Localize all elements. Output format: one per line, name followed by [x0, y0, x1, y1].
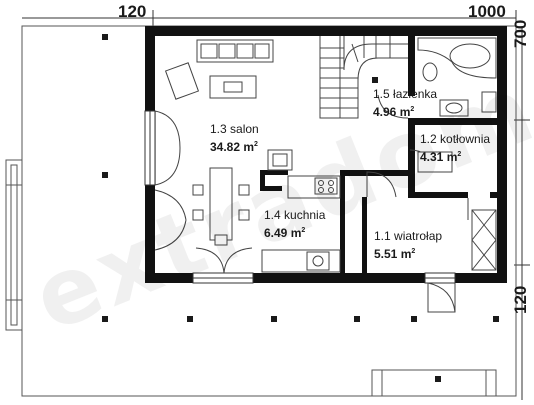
room-area: 5.51 m: [374, 247, 411, 261]
room-area: 6.49 m: [264, 226, 301, 240]
dimension-label-right-bottom: 120: [511, 286, 531, 314]
room-name: wiatrołap: [394, 229, 442, 243]
room-number: 1.5: [373, 87, 390, 101]
room-label-kuchnia: 1.4 kuchnia 6.49 m2: [264, 208, 325, 241]
room-number: 1.1: [374, 229, 391, 243]
room-number: 1.4: [264, 208, 281, 222]
dimension-label-top-right: 1000: [468, 2, 506, 22]
room-number: 1.2: [420, 132, 437, 146]
room-name: salon: [230, 122, 259, 136]
area-unit-exponent: 2: [457, 151, 461, 158]
room-label-wiatrolap: 1.1 wiatrołap 5.51 m2: [374, 229, 442, 262]
room-name: łazienka: [393, 87, 437, 101]
area-unit-exponent: 2: [254, 141, 258, 148]
area-unit-exponent: 2: [410, 106, 414, 113]
room-area: 34.82 m: [210, 140, 254, 154]
room-label-kotlownia: 1.2 kotłownia 4.31 m2: [420, 132, 490, 165]
room-label-lazienka: 1.5 łazienka 4.96 m2: [373, 87, 437, 120]
room-area: 4.96 m: [373, 105, 410, 119]
area-unit-exponent: 2: [411, 248, 415, 255]
room-name: kuchnia: [284, 208, 325, 222]
room-name: kotłownia: [440, 132, 490, 146]
room-number: 1.3: [210, 122, 227, 136]
room-area: 4.31 m: [420, 150, 457, 164]
dimension-label-top-left: 120: [118, 2, 146, 22]
room-label-salon: 1.3 salon 34.82 m2: [210, 122, 259, 155]
dimension-label-right-top: 700: [511, 20, 531, 48]
area-unit-exponent: 2: [301, 227, 305, 234]
